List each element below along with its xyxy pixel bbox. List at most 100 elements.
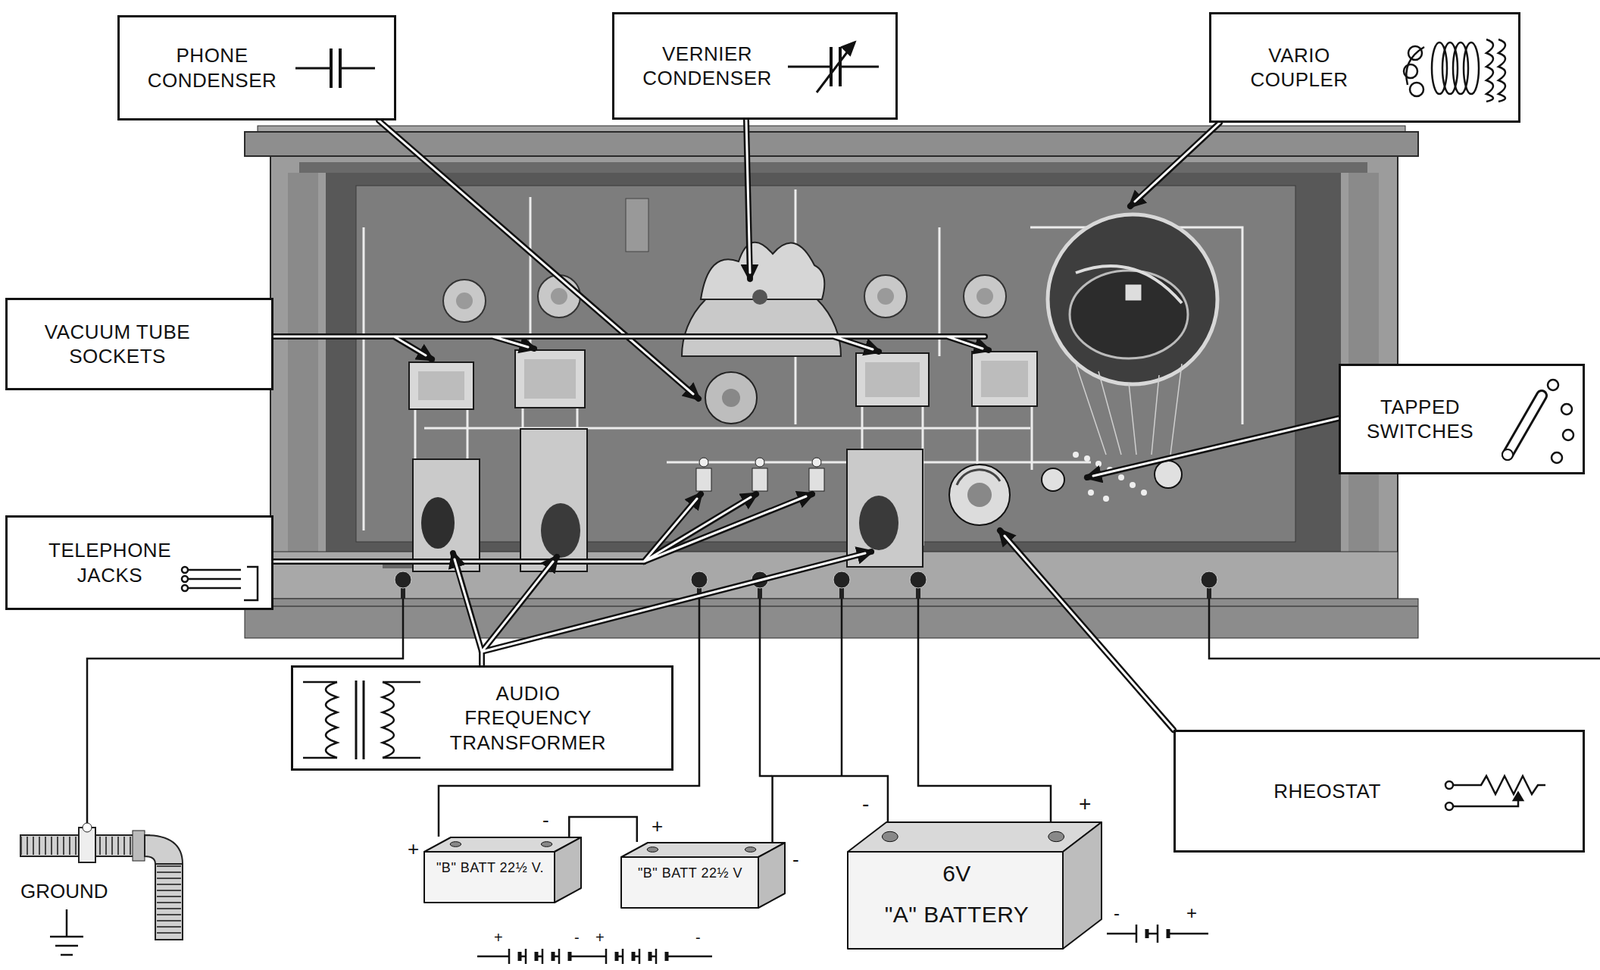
telephone-jack-symbol (181, 566, 258, 600)
leader-arrow (1093, 418, 1339, 476)
binding-post (394, 571, 1218, 599)
battery-outline (1048, 831, 1065, 841)
battery-outline (424, 851, 555, 903)
vario-coupler-symbol (1431, 42, 1447, 94)
audio-transformer-part (520, 428, 588, 572)
radio-cabinet (356, 185, 1296, 542)
b-battery: "B" BATT 22½ V (620, 841, 786, 909)
leader-arrow (1087, 418, 1339, 478)
tapped-switch-part (1084, 455, 1091, 462)
tapped-switch-part (1118, 474, 1125, 481)
battery-outline (881, 831, 898, 841)
phone-condenser-part (721, 388, 741, 407)
radio-cabinet (244, 131, 1419, 157)
leader-arrow (454, 553, 866, 666)
radio-cabinet (299, 162, 1368, 173)
vario-coupler-part (1047, 214, 1218, 455)
tapped-switch-symbol (1507, 395, 1542, 455)
polarity-sign: - (574, 928, 580, 946)
vario-coupler-symbol (1486, 39, 1494, 102)
b-battery-symbol (477, 948, 713, 964)
ground-label: GROUND (20, 880, 109, 903)
ground-pipe (78, 827, 96, 863)
audio-transformer-part (412, 428, 923, 572)
variable-capacitor-symbol (787, 65, 879, 69)
binding-post (1200, 571, 1218, 588)
tube-socket (981, 360, 1029, 397)
ground-pipe (155, 863, 183, 940)
tube-socket (409, 362, 474, 410)
external-wire (87, 598, 1600, 837)
external-wire (759, 598, 772, 776)
part-name: PHONE CONDENSER (136, 43, 288, 93)
polarity-sign: - (695, 928, 701, 946)
polarity-sign: - (1113, 903, 1120, 923)
tube-socket (418, 371, 465, 400)
telephone-jack-part (809, 468, 825, 491)
binding-post (690, 571, 708, 588)
dial-shaft (537, 275, 581, 318)
a-battery-symbol (1146, 928, 1169, 938)
audio-transformer-part (421, 496, 455, 549)
leader-arrow (273, 336, 985, 356)
b-battery-symbol (477, 955, 713, 958)
bus-wire (363, 189, 1243, 546)
part-callout-box: PHONE CONDENSER (117, 15, 397, 121)
rheostat-symbol (1513, 792, 1523, 800)
battery-outline (847, 851, 1063, 949)
part-name: AUDIO FREQUENCY TRANSFORMER (437, 681, 619, 756)
vario-coupler-part (1075, 363, 1182, 455)
part-name: RHEOSTAT (1228, 778, 1426, 804)
leader-arrow (378, 120, 699, 399)
battery-label: 6V (892, 859, 1022, 888)
dial-shaft (963, 275, 1007, 318)
tapped-switch-part (1041, 468, 1065, 491)
part-callout-box: AUDIO FREQUENCY TRANSFORMER (290, 665, 674, 771)
binding-post (833, 571, 850, 588)
battery-outline (846, 821, 1103, 950)
ground-pipe (144, 834, 183, 864)
phone-condenser-part (705, 371, 757, 424)
dial-shaft (864, 275, 907, 318)
dial-shaft (550, 287, 568, 305)
telephone-jack-symbol (243, 566, 258, 600)
polarity-sign: + (651, 815, 663, 838)
part-callout-box: RHEOSTAT (1173, 729, 1585, 853)
polarity-sign: - (792, 848, 800, 871)
ground-pipe (20, 822, 183, 940)
tapped-switch-symbol (1551, 452, 1563, 463)
battery-outline (540, 841, 552, 847)
vario-coupler-part (1069, 270, 1188, 359)
battery-wire (772, 775, 888, 842)
part-callout-box: TELEPHONE JACKS (5, 515, 274, 610)
vario-coupler-symbol (1498, 39, 1506, 102)
telephone-jack-part (696, 468, 712, 491)
a-battery: 6V"A" BATTERY (846, 821, 1103, 950)
part-callout-box: VARIO COUPLER (1209, 12, 1521, 123)
polarity-sign: + (1186, 903, 1197, 923)
b-battery: "B" BATT 22½ V. (423, 836, 582, 904)
binding-post (909, 571, 927, 588)
battery-outline (621, 856, 759, 908)
rheostat-symbol (1445, 781, 1454, 789)
polarity-sign: + (1078, 792, 1091, 816)
bus-wire (424, 427, 1031, 430)
polarity-sign: - (542, 809, 550, 832)
leader-arrow (378, 120, 694, 394)
radio-cabinet (287, 172, 319, 552)
telephone-jack-part (699, 457, 709, 467)
leader-arrow (1004, 535, 1174, 730)
vario-coupler-symbol (1463, 42, 1479, 94)
vario-coupler-part (1047, 214, 1218, 385)
polarity-sign: + (595, 928, 605, 946)
audio-transformer-part (859, 495, 899, 550)
variable-capacitor-symbol (842, 42, 855, 55)
tube-socket (971, 351, 1038, 407)
external-wire (918, 598, 1051, 826)
audio-transformer-part (846, 449, 923, 567)
vario-coupler-part (1075, 265, 1182, 304)
battery-outline (621, 842, 785, 857)
phone-condenser-part (705, 371, 757, 424)
polarity-sign: + (407, 837, 419, 860)
external-wire (840, 598, 844, 776)
